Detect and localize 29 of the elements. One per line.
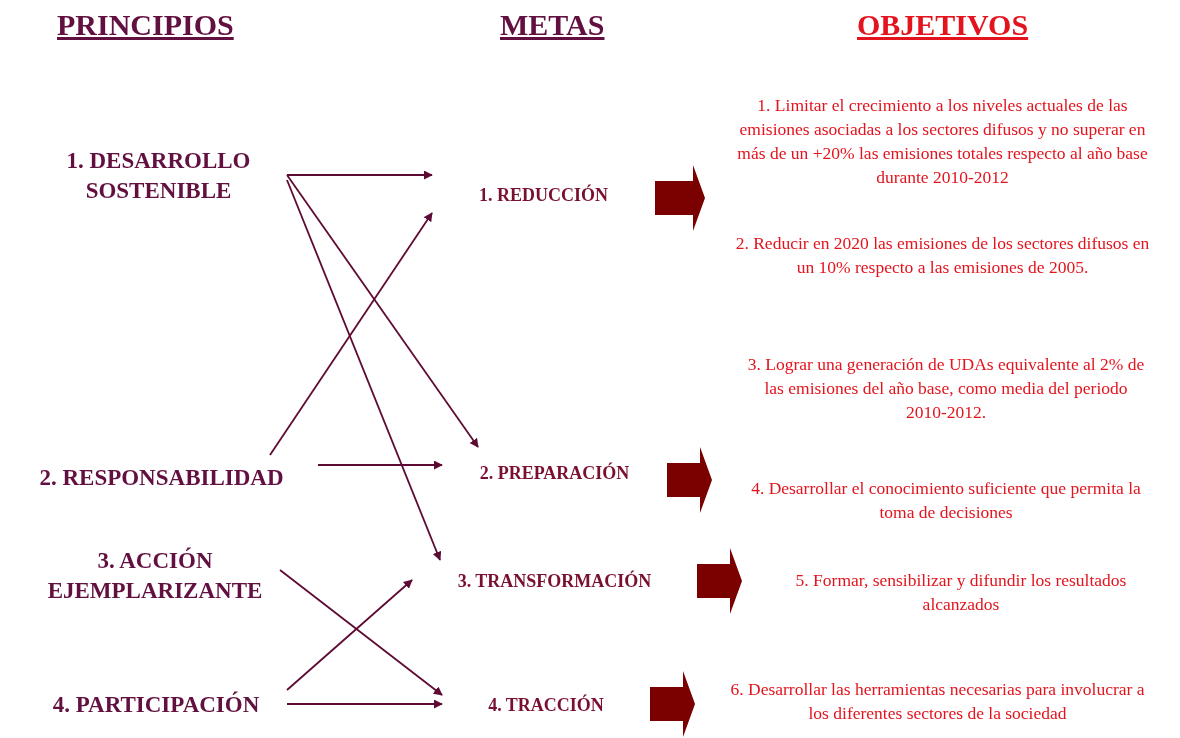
objective-text: 6. Desarrollar las herramientas necesarias para involucrar a los diferentes sectores de la sociedad (729, 678, 1146, 725)
principle-label: 2. RESPONSABILIDAD (39, 463, 284, 492)
block-arrow (697, 548, 742, 614)
column-heading: METAS (500, 8, 605, 42)
goal-label: 1. REDUCCIÓN (479, 184, 608, 206)
column-heading: OBJETIVOS (857, 8, 1029, 42)
block-arrow (667, 447, 712, 513)
principle-label: 1. DESARROLLO SOSTENIBLE (65, 147, 252, 205)
principle-label: 4. PARTICIPACIÓN (52, 690, 260, 719)
arrow (286, 170, 433, 180)
column-heading: PRINCIPIOS (57, 8, 234, 42)
objective-text: 2. Reducir en 2020 las emisiones de los sectores difusos en un 10% respecto a las emisiones de 2005. (735, 232, 1150, 279)
arrow (286, 699, 443, 709)
arrow (286, 179, 442, 561)
block-arrow (650, 671, 695, 737)
arrow (269, 212, 433, 456)
principle-label: 3. ACCIÓN EJEMPLARIZANTE (46, 546, 264, 605)
objective-text: 4. Desarrollar el conocimiento suficiente que permita la toma de decisiones (750, 477, 1142, 524)
arrow (286, 174, 479, 448)
objective-text: 5. Formar, sensibilizar y difundir los resultados alcanzados (794, 569, 1128, 616)
arrow (286, 579, 413, 691)
block-arrow (655, 165, 705, 231)
goal-label: 4. TRACCIÓN (488, 694, 604, 716)
arrow (279, 569, 443, 696)
goal-label: 3. TRANSFORMACIÓN (457, 570, 652, 592)
goal-label: 2. PREPARACIÓN (479, 463, 630, 484)
objective-text: 1. Limitar el crecimiento a los niveles actuales de las emisiones asociadas a los sectores difusos y no superar en más de un +20% las emisiones totales respecto al año base durante 2010-2012 (736, 94, 1149, 189)
objective-text: 3. Lograr una generación de UDAs equivalente al 2% de las emisiones del año base, como media del periodo 2010-2012. (746, 353, 1146, 424)
arrow (317, 460, 443, 470)
